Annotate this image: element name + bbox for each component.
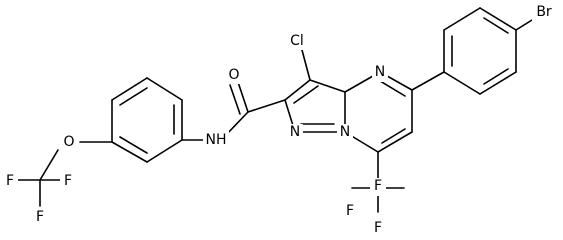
- cf3-fluorine-bottom-label: F: [374, 220, 382, 236]
- bromophenyl-ring: [411, 7, 533, 95]
- bond: [39, 149, 59, 181]
- bond: [146, 77, 183, 101]
- bond-to-chlorine: [301, 49, 311, 81]
- bond-to-pyrimidine: [411, 71, 445, 91]
- bromine-label: Br: [536, 4, 552, 20]
- bond: [111, 77, 148, 101]
- carbonyl-double-bond: [229, 84, 241, 115]
- bond: [479, 71, 517, 95]
- bond: [443, 7, 481, 31]
- ocf3-fluorine-mid-label: F: [64, 173, 72, 189]
- double-bond: [381, 128, 406, 144]
- double-bond: [379, 80, 406, 97]
- aromatic-bond: [119, 136, 148, 154]
- bond: [111, 141, 148, 163]
- cf3-fluorine-top-label: F: [374, 178, 382, 194]
- ocf3-fluorine-bottom-label: F: [36, 209, 44, 225]
- bond: [309, 79, 346, 93]
- amide-nh-label: NH: [206, 132, 227, 148]
- pyrazole-ring: [247, 49, 346, 133]
- carbonyl-oxygen-label: O: [228, 67, 239, 83]
- ocf3-fluorine-left-label: F: [6, 173, 14, 189]
- pyrazole-nitrogen-label: N: [290, 124, 300, 140]
- methoxyphenyl-ring: [79, 77, 183, 163]
- pyrimidine-nitrogen-label: N: [375, 64, 385, 80]
- atom-labels: Br Cl N N N O NH O F F F F F F: [2, 3, 556, 236]
- bond: [146, 139, 183, 163]
- aromatic-bond: [119, 87, 148, 106]
- bond: [377, 131, 413, 153]
- double-bond: [293, 85, 319, 104]
- ether-oxygen-label: O: [63, 134, 74, 150]
- bond: [479, 7, 517, 31]
- cf3-fluorine-left-label: F: [346, 203, 354, 219]
- aromatic-bond: [483, 17, 509, 34]
- bond-to-carbonyl: [247, 99, 286, 113]
- aromatic-bond: [483, 68, 509, 85]
- pyrimidine-ring: [344, 71, 413, 189]
- chlorine-label: Cl: [290, 33, 304, 49]
- bond: [443, 71, 481, 95]
- bond: [284, 79, 311, 101]
- trifluoromethoxy-group: [17, 149, 61, 207]
- bond-to-bromine: [515, 19, 533, 31]
- bridge-nitrogen-label: N: [340, 124, 350, 140]
- carbonyl-bond: [237, 81, 249, 113]
